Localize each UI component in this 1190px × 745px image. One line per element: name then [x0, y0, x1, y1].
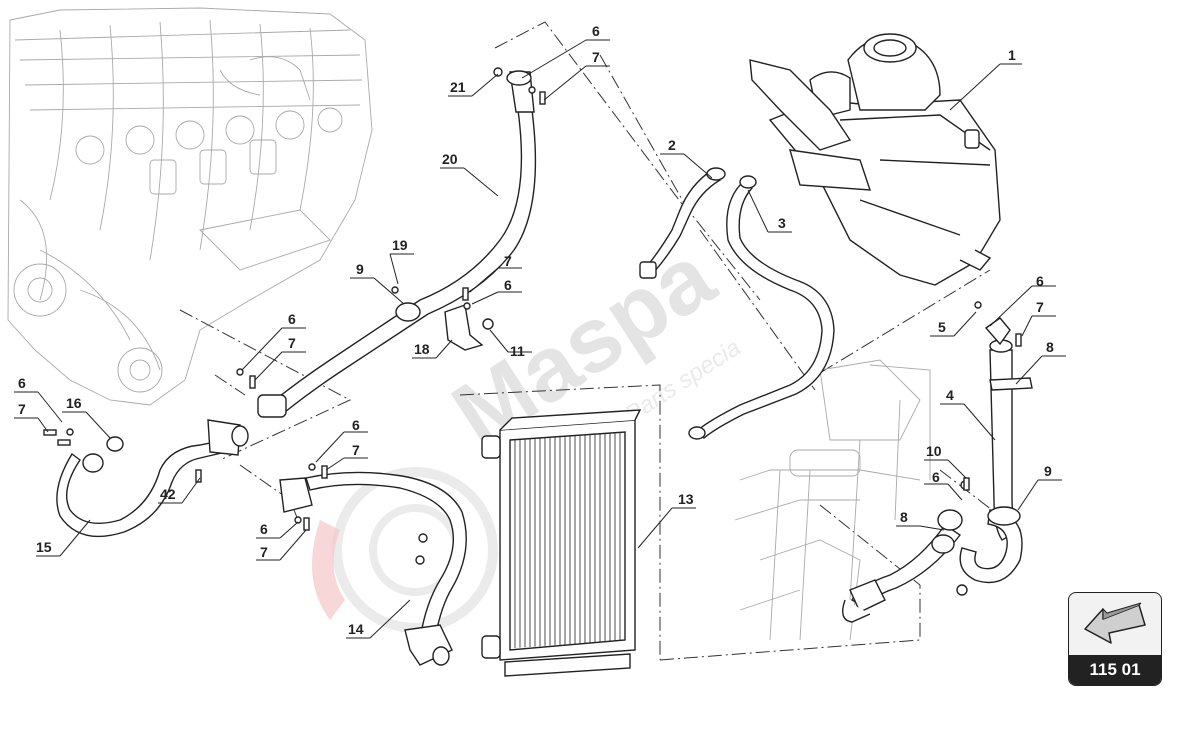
- callout-20: 20: [442, 151, 458, 167]
- callout-6: 6: [504, 277, 512, 293]
- engine-block-illustration: [7, 7, 373, 406]
- callout-9: 9: [356, 261, 364, 277]
- callout-5: 5: [938, 319, 946, 335]
- callout-6: 6: [932, 469, 940, 485]
- bracket-18[interactable]: [444, 304, 494, 351]
- callout-6: 6: [1036, 273, 1044, 289]
- callout-15: 15: [36, 539, 52, 555]
- hose-3[interactable]: [688, 175, 835, 440]
- callout-19: 19: [392, 237, 408, 253]
- hose-8-lower[interactable]: [842, 480, 970, 623]
- callout-7: 7: [18, 401, 26, 417]
- leader-lines: [14, 39, 1066, 639]
- expansion-tank[interactable]: [749, 33, 1001, 286]
- callout-6: 6: [18, 375, 26, 391]
- callout-6: 6: [592, 23, 600, 39]
- callout-21: 21: [450, 79, 466, 95]
- oil-cooler-radiator[interactable]: [481, 409, 642, 677]
- callout-8: 8: [1046, 339, 1054, 355]
- chassis-frame-illustration: [734, 359, 931, 641]
- callout-6: 6: [352, 417, 360, 433]
- callout-6: 6: [260, 521, 268, 537]
- hose-9-lower[interactable]: [959, 506, 1023, 584]
- callout-1: 1: [1008, 47, 1016, 63]
- clamp-9[interactable]: [395, 302, 421, 322]
- callout-9: 9: [1044, 463, 1052, 479]
- hose-14[interactable]: [279, 471, 467, 666]
- callout-16: 16: [66, 395, 82, 411]
- callout-7: 7: [592, 49, 600, 65]
- page-nav-button[interactable]: 115 01: [1068, 592, 1162, 686]
- callout-7: 7: [1036, 299, 1044, 315]
- callout-14: 14: [348, 621, 364, 637]
- callout-8: 8: [900, 509, 908, 525]
- callout-7: 7: [504, 253, 512, 269]
- callout-7: 7: [352, 442, 360, 458]
- callout-13: 13: [678, 491, 694, 507]
- fasteners: [43, 67, 1022, 565]
- page-reference: 115 01: [1069, 655, 1161, 685]
- callout-10: 10: [926, 443, 942, 459]
- callout-18: 18: [414, 341, 430, 357]
- callout-labels: 1 2 3 4 5 6 6 6 6 6 6 6 6 7 7 7 7 7 7 7 …: [18, 23, 1054, 637]
- callout-6: 6: [288, 311, 296, 327]
- callout-4: 4: [946, 387, 954, 403]
- callout-7: 7: [288, 335, 296, 351]
- callout-2: 2: [668, 137, 676, 153]
- arrow-left-icon: [1084, 602, 1146, 644]
- callout-3: 3: [778, 215, 786, 231]
- hose-20[interactable]: [257, 70, 537, 418]
- callout-42: 42: [160, 486, 176, 502]
- callout-7: 7: [260, 544, 268, 560]
- hose-15[interactable]: [56, 419, 249, 538]
- clamp-8-upper[interactable]: [989, 377, 1033, 391]
- callout-11: 11: [510, 343, 525, 359]
